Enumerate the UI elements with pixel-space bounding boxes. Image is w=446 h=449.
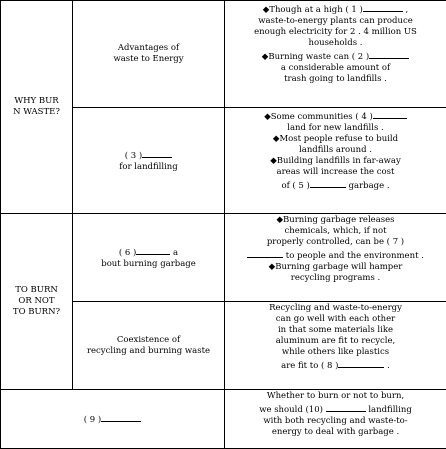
section-header-line: TO BURN <box>3 285 70 296</box>
content-line: households . <box>227 38 444 49</box>
label-line: ( 6 ) a <box>75 245 222 259</box>
section-header-line: N WASTE? <box>3 107 70 118</box>
content-line: waste-to-energy plants can produce <box>227 16 444 27</box>
blank-10[interactable] <box>326 402 366 412</box>
label-conclusion: ( 9 ) <box>1 390 225 449</box>
content-line: Whether to burn or not to burn, <box>227 391 444 402</box>
content-line: land for new landfills . <box>227 123 444 134</box>
row-conclusion: ( 9 ) Whether to burn or not to burn, we… <box>1 390 446 449</box>
content-line: ◆Most people refuse to build <box>227 134 444 145</box>
content-line: trash going to landfills . <box>227 74 444 85</box>
content-line: ◆Some communities ( 4 ) <box>227 109 444 123</box>
blank-6[interactable] <box>136 245 170 255</box>
content-line: ◆Burning garbage releases <box>227 215 444 226</box>
content-line: ◆Burning garbage will hamper <box>227 262 444 273</box>
content-line: we should (10) landfilling <box>227 402 444 416</box>
label-line: Advantages of <box>75 43 222 54</box>
blank-3[interactable] <box>142 148 172 158</box>
content-landfilling: ◆Some communities ( 4 ) land for new lan… <box>225 108 446 214</box>
label-line: recycling and burning waste <box>75 346 222 357</box>
content-line: to people and the environment . <box>227 248 444 262</box>
row-worries: TO BURN OR NOT TO BURN? ( 6 ) a bout bur… <box>1 214 446 302</box>
label-worries: ( 6 ) a bout burning garbage <box>73 214 225 302</box>
content-line: ◆Building landfills in far-away <box>227 156 444 167</box>
content-conclusion: Whether to burn or not to burn, we shoul… <box>225 390 446 449</box>
content-line: of ( 5 ) garbage . <box>227 178 444 192</box>
section-header-line: TO BURN? <box>3 307 70 318</box>
blank-7[interactable] <box>247 248 283 258</box>
content-worries: ◆Burning garbage releases chemicals, whi… <box>225 214 446 302</box>
content-advantages: ◆Though at a high ( 1 ) , waste-to-energ… <box>225 1 446 108</box>
content-line: Recycling and waste-to-energy <box>227 303 444 314</box>
content-line: recycling programs . <box>227 273 444 284</box>
content-line: in that some materials like <box>227 325 444 336</box>
label-advantages: Advantages of waste to Energy <box>73 1 225 108</box>
blank-2[interactable] <box>369 49 409 59</box>
content-line: while others like plastics <box>227 347 444 358</box>
label-landfilling: ( 3 ) for landfilling <box>73 108 225 214</box>
blank-1[interactable] <box>363 2 403 12</box>
blank-8[interactable] <box>338 358 384 368</box>
label-line: Coexistence of <box>75 335 222 346</box>
content-line: ◆Though at a high ( 1 ) , <box>227 2 444 16</box>
section-header-line: OR NOT <box>3 296 70 307</box>
content-line: ◆Burning waste can ( 2 ) <box>227 49 444 63</box>
content-line: energy to deal with garbage . <box>227 427 444 438</box>
content-line: areas will increase the cost <box>227 167 444 178</box>
blank-5[interactable] <box>310 178 346 188</box>
label-line: ( 9 ) <box>3 412 222 426</box>
section-why-burn-waste: WHY BUR N WASTE? <box>1 1 73 214</box>
content-line: chemicals, which, if not <box>227 226 444 237</box>
label-line: waste to Energy <box>75 54 222 65</box>
label-line: for landfilling <box>75 162 222 173</box>
content-line: properly controlled, can be ( 7 ) <box>227 237 444 248</box>
content-line: with both recycling and waste-to- <box>227 416 444 427</box>
content-line: enough electricity for 2 . 4 million US <box>227 27 444 38</box>
content-line: are fit to ( 8 ) . <box>227 358 444 372</box>
content-line: aluminum are fit to recycle, <box>227 336 444 347</box>
row-advantages: WHY BUR N WASTE? Advantages of waste to … <box>1 1 446 108</box>
section-header-line: WHY BUR <box>3 96 70 107</box>
content-line: landfills around . <box>227 145 444 156</box>
section-to-burn-or-not: TO BURN OR NOT TO BURN? <box>1 214 73 390</box>
blank-9[interactable] <box>101 412 141 422</box>
label-line: ( 3 ) <box>75 148 222 162</box>
label-coexistence: Coexistence of recycling and burning was… <box>73 302 225 390</box>
blank-4[interactable] <box>373 109 407 119</box>
content-line: can go well with each other <box>227 314 444 325</box>
content-line: a considerable amount of <box>227 63 444 74</box>
label-line: bout burning garbage <box>75 259 222 270</box>
content-coexistence: Recycling and waste-to-energy can go wel… <box>225 302 446 390</box>
